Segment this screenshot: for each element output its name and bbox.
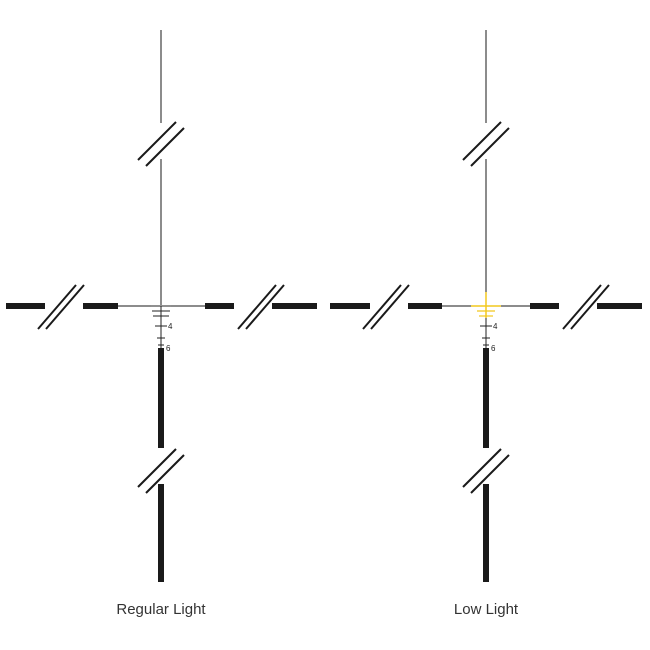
break-mark-top (462, 121, 510, 167)
reticle-low-light: 4 6 Low Light (330, 30, 642, 618)
break-mark-right (234, 284, 285, 330)
break-mark-top (137, 121, 185, 167)
break-mark-bottom (462, 448, 510, 494)
range-marker-6: 6 (166, 344, 171, 353)
break-mark-left (37, 284, 85, 330)
range-marker-4: 4 (168, 322, 173, 331)
bdc-ladder (151, 305, 171, 348)
illuminated-center (471, 292, 501, 318)
caption-low-light: Low Light (454, 601, 519, 618)
range-marker-4: 4 (493, 322, 498, 331)
break-mark-left (362, 284, 410, 330)
caption-regular-light: Regular Light (116, 601, 206, 618)
range-marker-6: 6 (491, 344, 496, 353)
break-mark-right (559, 284, 610, 330)
reticle-regular-light: 4 6 Regular Light (6, 30, 317, 618)
break-mark-bottom (137, 448, 185, 494)
bdc-ladder (480, 318, 492, 348)
